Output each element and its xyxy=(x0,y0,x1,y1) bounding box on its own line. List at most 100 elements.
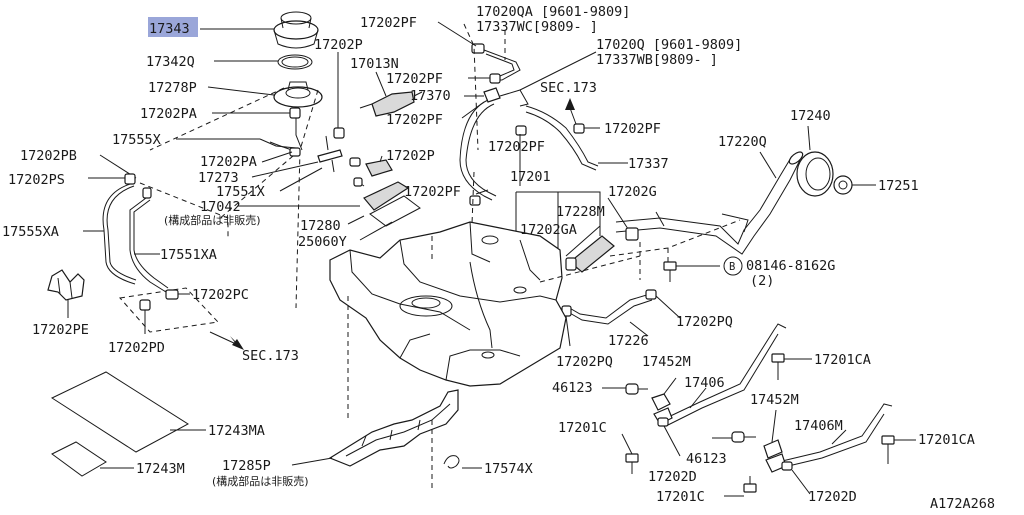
fuel-filter-17013n[interactable] xyxy=(359,91,423,117)
bolt-46123-1[interactable] xyxy=(625,383,648,395)
label-17452m-2[interactable]: 17452M xyxy=(750,392,799,408)
insulator-pad-17243ma[interactable] xyxy=(50,371,189,453)
label-17337[interactable]: 17337 xyxy=(628,156,669,172)
label-17240[interactable]: 17240 xyxy=(790,108,831,124)
label-17555x[interactable]: 17555X xyxy=(112,132,161,148)
bolt-17201ca-1[interactable] xyxy=(771,353,785,380)
label-17202p-top[interactable]: 17202P xyxy=(314,37,363,53)
tube-17551xa[interactable] xyxy=(129,197,169,293)
label-17202d-2[interactable]: 17202D xyxy=(808,489,857,505)
clip-pb[interactable] xyxy=(124,173,136,185)
hose-clamp-pa[interactable] xyxy=(289,107,301,119)
hose-17337[interactable] xyxy=(525,105,599,171)
label-17202pf-top[interactable]: 17202PF xyxy=(360,15,417,31)
label-17202pf-5[interactable]: 17202PF xyxy=(604,121,661,137)
connector-17202p[interactable] xyxy=(333,127,345,139)
clamp-pf-6[interactable] xyxy=(515,125,527,136)
bolt-46123-2[interactable] xyxy=(731,431,756,443)
vent-hose-17226[interactable] xyxy=(565,293,653,325)
label-17574x[interactable]: 17574X xyxy=(484,461,533,477)
clamp-pc[interactable] xyxy=(165,289,179,300)
label-17013n[interactable]: 17013N xyxy=(350,56,399,72)
label-17406[interactable]: 17406 xyxy=(684,375,725,391)
label-sec173-bottom[interactable]: SEC.173 xyxy=(242,348,299,364)
label-17201[interactable]: 17201 xyxy=(510,169,551,185)
clamp-pf-5[interactable] xyxy=(573,123,585,134)
label-17551x[interactable]: 17551X xyxy=(216,184,265,200)
label-17278p[interactable]: 17278P xyxy=(148,80,197,96)
clamp-pa-2[interactable] xyxy=(289,147,301,157)
clamp-pq-1[interactable] xyxy=(645,289,657,300)
clamp-pf-2[interactable] xyxy=(489,73,501,84)
label-17202d-1[interactable]: 17202D xyxy=(648,469,697,485)
label-17285p[interactable]: 17285P xyxy=(222,458,271,474)
label-17201c-2[interactable]: 17201C xyxy=(656,489,705,505)
label-17202pq-1[interactable]: 17202PQ xyxy=(676,314,733,330)
label-17243m[interactable]: 17243M xyxy=(136,461,185,477)
label-17202pe[interactable]: 17202PE xyxy=(32,322,89,338)
label-17202pb[interactable]: 17202PB xyxy=(20,148,77,164)
label-17551xa[interactable]: 17551XA xyxy=(160,247,217,263)
label-17342q[interactable]: 17342Q xyxy=(146,54,195,70)
clamp-17202ga[interactable] xyxy=(565,257,577,271)
label-17202pq-2[interactable]: 17202PQ xyxy=(556,354,613,370)
connector-17202p-mid[interactable] xyxy=(349,157,361,167)
label-17202ga[interactable]: 17202GA xyxy=(520,222,577,238)
label-17220q[interactable]: 17220Q xyxy=(718,134,767,150)
clip-17574x[interactable] xyxy=(443,455,460,469)
label-17370[interactable]: 17370 xyxy=(410,88,451,104)
filler-cap-17251[interactable] xyxy=(833,175,853,195)
filler-hose-17228m[interactable] xyxy=(569,235,615,273)
label-46123-2[interactable]: 46123 xyxy=(686,451,727,467)
label-17201ca-1[interactable]: 17201CA xyxy=(814,352,871,368)
label-17228m[interactable]: 17228M xyxy=(556,204,605,220)
label-17452m-1[interactable]: 17452M xyxy=(642,354,691,370)
label-17406m[interactable]: 17406M xyxy=(794,418,843,434)
clamp-17202g[interactable] xyxy=(625,227,639,241)
fuel-tank-17201[interactable] xyxy=(329,221,567,387)
hose-17337wc[interactable] xyxy=(483,49,521,81)
label-17337wb[interactable]: 17337WB[9809- ] xyxy=(596,52,718,68)
label-17020q[interactable]: 17020Q [9601-9809] xyxy=(596,37,742,53)
label-17202pf-3[interactable]: 17202PF xyxy=(386,112,443,128)
label-17020qa[interactable]: 17020QA [9601-9809] xyxy=(476,4,630,20)
clip-17202d-2[interactable] xyxy=(781,461,793,471)
hose-17337wb[interactable] xyxy=(459,89,529,201)
clip-17202d-1[interactable] xyxy=(657,417,669,427)
label-17201c-1[interactable]: 17201C xyxy=(558,420,607,436)
label-17042[interactable]: 17042 xyxy=(200,199,241,215)
filler-cap-ring-17240[interactable] xyxy=(796,151,834,197)
label-17280[interactable]: 17280 xyxy=(300,218,341,234)
clamp-pf-4[interactable] xyxy=(469,195,481,206)
retainer-17452m-2[interactable] xyxy=(763,439,783,459)
label-17202pf-4[interactable]: 17202PF xyxy=(404,184,461,200)
label-17555xa[interactable]: 17555XA xyxy=(2,224,59,240)
filler-neck-17220q[interactable] xyxy=(615,150,805,255)
label-17202pa-2[interactable]: 17202PA xyxy=(200,154,257,170)
bolt-17201ca-2[interactable] xyxy=(881,435,895,464)
pump-bracket-17280[interactable] xyxy=(363,181,421,227)
heat-shield-17285p[interactable] xyxy=(328,389,459,467)
bolt-17201c-2[interactable] xyxy=(743,476,757,493)
retainer-17452m-1[interactable] xyxy=(651,393,671,411)
valve-17370[interactable] xyxy=(483,87,501,103)
label-sec173-top[interactable]: SEC.173 xyxy=(540,80,597,96)
label-17243ma[interactable]: 17243MA xyxy=(208,423,265,439)
label-17202pc[interactable]: 17202PC xyxy=(192,287,249,303)
label-17337wc[interactable]: 17337WC[9809- ] xyxy=(476,19,598,35)
bolt-08146[interactable] xyxy=(663,261,677,282)
label-17202pf-2[interactable]: 17202PF xyxy=(386,71,443,87)
label-17226[interactable]: 17226 xyxy=(608,333,649,349)
insulator-pad-17243m[interactable] xyxy=(51,441,107,477)
clip-pe[interactable] xyxy=(47,269,85,301)
label-17273[interactable]: 17273 xyxy=(198,170,239,186)
o-ring-seal[interactable] xyxy=(277,54,313,70)
tube-17555xa[interactable] xyxy=(102,183,137,285)
label-17202pf-6[interactable]: 17202PF xyxy=(488,139,545,155)
bolt-17201c-1[interactable] xyxy=(625,453,639,474)
label-46123-1[interactable]: 46123 xyxy=(552,380,593,396)
label-17202pa-1[interactable]: 17202PA xyxy=(140,106,197,122)
label-25060y[interactable]: 25060Y xyxy=(298,234,347,250)
label-17202g[interactable]: 17202G xyxy=(608,184,657,200)
label-17202ps[interactable]: 17202PS xyxy=(8,172,65,188)
